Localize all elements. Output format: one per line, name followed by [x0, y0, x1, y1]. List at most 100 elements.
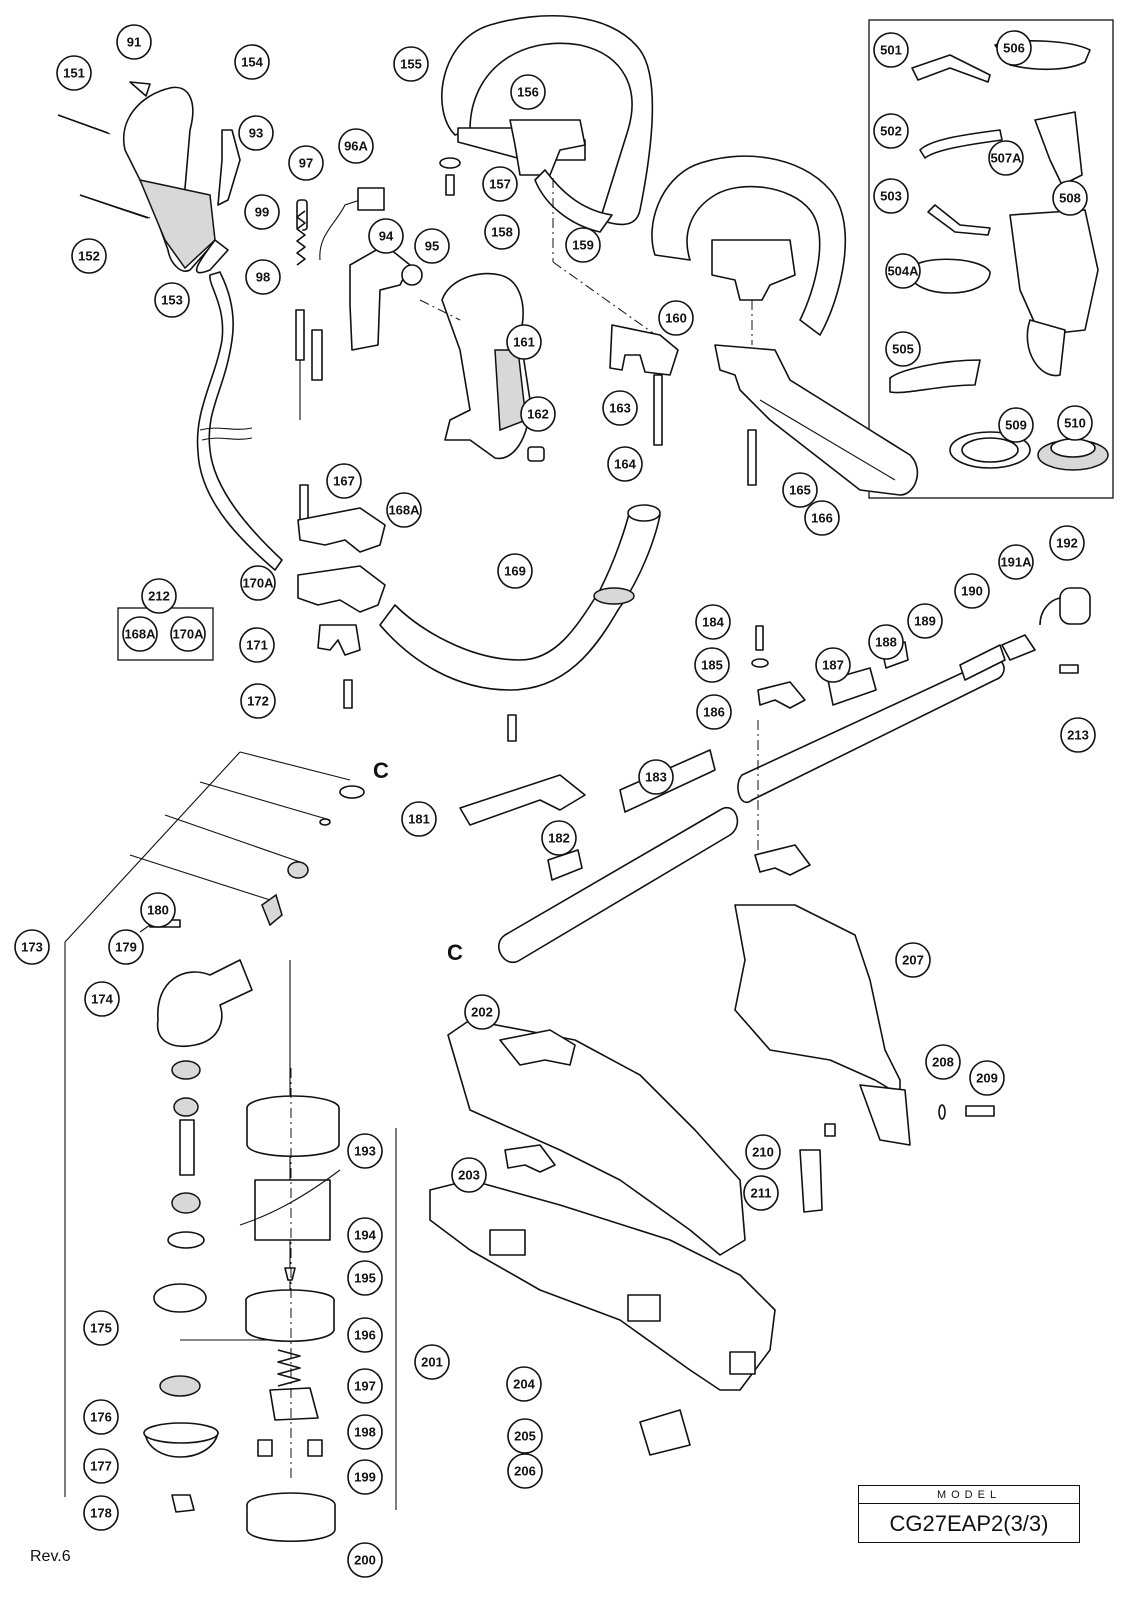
callout-label: 509	[1005, 418, 1027, 433]
callout-label: 162	[527, 407, 549, 422]
callout-label: 184	[702, 615, 724, 630]
callout-label: 170A	[242, 576, 274, 591]
callout-176: 176	[83, 1399, 119, 1435]
gear-head-group	[64, 751, 365, 1513]
callout-202: 202	[464, 994, 500, 1030]
callout-166: 166	[804, 500, 840, 536]
callout-205: 205	[507, 1418, 543, 1454]
callout-211: 211	[743, 1175, 779, 1211]
clamp-stack	[297, 484, 386, 709]
callout-179: 179	[108, 929, 144, 965]
callout-layer: 9115115493152153999796A98949515515615715…	[14, 24, 1096, 1578]
callout-label: 197	[354, 1379, 376, 1394]
callout-label: 153	[161, 293, 183, 308]
callout-94: 94	[368, 218, 404, 254]
callout-504A: 504A	[885, 253, 921, 289]
callout-152: 152	[71, 238, 107, 274]
callout-label: 213	[1067, 728, 1089, 743]
callout-91: 91	[116, 24, 152, 60]
guard-207	[734, 904, 911, 1146]
callout-label: 501	[880, 43, 902, 58]
callout-label: 166	[811, 511, 833, 526]
callout-157: 157	[482, 166, 518, 202]
callout-label: 97	[299, 156, 313, 171]
callout-509: 509	[998, 407, 1034, 443]
clamp-163	[609, 324, 679, 446]
callout-508: 508	[1052, 180, 1088, 216]
callout-label: 506	[1003, 41, 1025, 56]
callout-177: 177	[83, 1448, 119, 1484]
callout-153: 153	[154, 282, 190, 318]
callout-159: 159	[565, 227, 601, 263]
callout-502: 502	[873, 113, 909, 149]
callout-label: 172	[247, 694, 269, 709]
callout-label: 154	[241, 55, 263, 70]
callout-label: 202	[471, 1005, 493, 1020]
callout-label: 208	[932, 1055, 954, 1070]
callout-505: 505	[885, 331, 921, 367]
callout-label: 176	[90, 1410, 112, 1425]
callout-160: 160	[658, 300, 694, 336]
callout-501: 501	[873, 32, 909, 68]
callout-label: 183	[645, 770, 667, 785]
small-parts-208-211	[799, 1104, 995, 1213]
callout-label: 164	[614, 457, 636, 472]
callout-label: 510	[1064, 416, 1086, 431]
handle-tube-169	[379, 504, 661, 691]
callout-label: 160	[665, 311, 687, 326]
callout-label: 165	[789, 483, 811, 498]
callout-174: 174	[84, 981, 120, 1017]
callout-171: 171	[239, 627, 275, 663]
callout-203: 203	[451, 1157, 487, 1193]
callout-158: 158	[484, 214, 520, 250]
callout-189: 189	[907, 603, 943, 639]
callout-label: 161	[513, 335, 535, 350]
callout-label: 99	[255, 205, 269, 220]
clamp-186-lower	[754, 720, 811, 876]
model-label: MODEL	[858, 1485, 1080, 1503]
callout-161: 161	[506, 324, 542, 360]
callout-170A: 170A	[240, 565, 276, 601]
callout-label: 178	[90, 1506, 112, 1521]
grip-group	[349, 244, 545, 462]
callout-label: 204	[513, 1377, 535, 1392]
callout-label: 155	[400, 57, 422, 72]
callout-label: 195	[354, 1271, 376, 1286]
callout-label: 209	[976, 1071, 998, 1086]
callout-154: 154	[234, 44, 270, 80]
callout-182: 182	[541, 820, 577, 856]
callout-label: 504A	[887, 264, 919, 279]
cover-204	[429, 1179, 776, 1456]
callout-178: 178	[83, 1495, 119, 1531]
callout-label: 156	[517, 85, 539, 100]
callout-196: 196	[347, 1317, 383, 1353]
callout-163: 163	[602, 390, 638, 426]
callout-201: 201	[414, 1344, 450, 1380]
callout-label: 200	[354, 1553, 376, 1568]
callout-164: 164	[607, 446, 643, 482]
callout-label: 185	[701, 658, 723, 673]
callout-507A: 507A	[988, 140, 1024, 176]
callout-212: 212	[141, 578, 177, 614]
callout-label: 157	[489, 177, 511, 192]
callout-156: 156	[510, 74, 546, 110]
callout-label: 505	[892, 342, 914, 357]
callout-label: 187	[822, 658, 844, 673]
callout-184: 184	[695, 604, 731, 640]
callout-label: 173	[21, 940, 43, 955]
callout-label: 94	[379, 229, 394, 244]
callout-162: 162	[520, 396, 556, 432]
callout-label: 207	[902, 953, 924, 968]
callout-label: 194	[354, 1228, 376, 1243]
callout-label: 179	[115, 940, 137, 955]
trimmer-head-group	[239, 1068, 397, 1542]
callout-label: 98	[256, 270, 270, 285]
callout-label: 168A	[388, 503, 420, 518]
callout-label: 170A	[172, 627, 204, 642]
callout-label: 193	[354, 1144, 376, 1159]
callout-label: 205	[514, 1429, 536, 1444]
callout-206: 206	[507, 1453, 543, 1489]
revision-label: Rev.6	[30, 1548, 71, 1565]
callout-199: 199	[347, 1459, 383, 1495]
